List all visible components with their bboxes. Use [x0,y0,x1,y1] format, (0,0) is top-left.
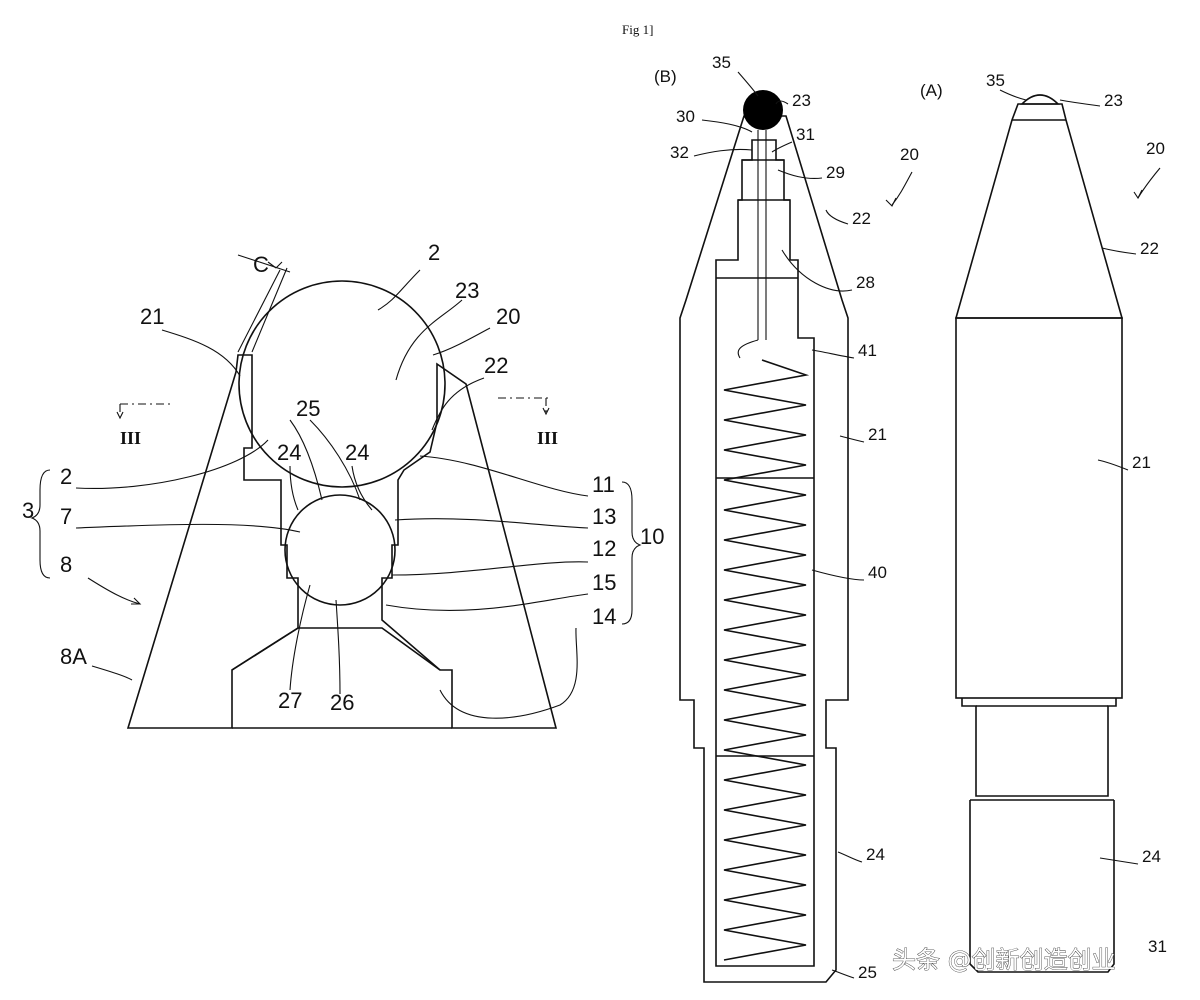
section-view-label-9: 41 [858,341,877,360]
external-view-label-3: 22 [1140,239,1159,258]
section-view-label-1: 23 [792,91,811,110]
tip-label-5: 22 [484,353,508,378]
watermark-text: 头条 @创新创造创业 [892,946,1116,974]
section-view-label-11: 40 [868,563,887,582]
external-view-label-2: 20 [1146,139,1165,158]
section-view-label-6: 20 [900,145,919,164]
section-view-label-12: 24 [866,845,885,864]
refill-external-view: (A) [920,81,1161,973]
tip-label-9: 2 [60,464,72,489]
section-view-label-0: 35 [712,53,731,72]
section-view-label-3: 31 [796,125,815,144]
section-mark-1: III [537,428,558,448]
tip-label-11: 3 [22,498,34,523]
figure-title: Fig 1] [622,22,653,37]
section-view-label-4: 32 [670,143,689,162]
tip-label-8: 24 [345,440,369,465]
section-view-label-10: 21 [868,425,887,444]
section-view-label-2: 30 [676,107,695,126]
tip-label-13: 13 [592,504,616,529]
tip-label-19: 8A [60,644,87,669]
tip-label-3: 21 [140,304,164,329]
refill-section-view: (B) [654,67,913,983]
view-label-a: (A) [920,81,943,100]
tip-label-16: 8 [60,552,72,577]
tip-label-20: 27 [278,688,302,713]
tip-labels: C 2 23 21 20 22 25 24 24 2 11 3 7 13 10 12 8 15 14 8A 27 26 [22,240,664,715]
tip-label-17: 15 [592,570,616,595]
external-view-label-0: 35 [986,71,1005,90]
section-view-labels: 35 23 30 31 32 29 20 22 28 41 21 40 24 25 [670,53,919,982]
tip-label-6: 25 [296,396,320,421]
section-view-label-5: 29 [826,163,845,182]
tip-label-10: 11 [592,472,615,497]
tip-label-12: 7 [60,504,72,529]
external-view-labels: 35 23 20 22 21 24 31 [986,71,1167,956]
tip-label-15: 12 [592,536,616,561]
tip-label-2: 23 [455,278,479,303]
tip-cross-section [30,254,642,729]
section-mark-0: III [120,428,141,448]
section-view-label-7: 22 [852,209,871,228]
tip-label-4: 20 [496,304,520,329]
external-view-label-1: 23 [1104,91,1123,110]
view-label-b: (B) [654,67,677,86]
section-view-label-8: 28 [856,273,875,292]
tip-label-1: 2 [428,240,440,265]
external-view-label-6: 31 [1148,937,1167,956]
section-marks: III III [120,428,558,448]
tip-label-0: C [253,252,269,277]
external-view-label-4: 21 [1132,453,1151,472]
tip-label-7: 24 [277,440,301,465]
tip-label-14: 10 [640,524,664,549]
tip-label-18: 14 [592,604,616,629]
tip-label-21: 26 [330,690,354,715]
external-view-label-5: 24 [1142,847,1161,866]
section-view-label-13: 25 [858,963,877,982]
